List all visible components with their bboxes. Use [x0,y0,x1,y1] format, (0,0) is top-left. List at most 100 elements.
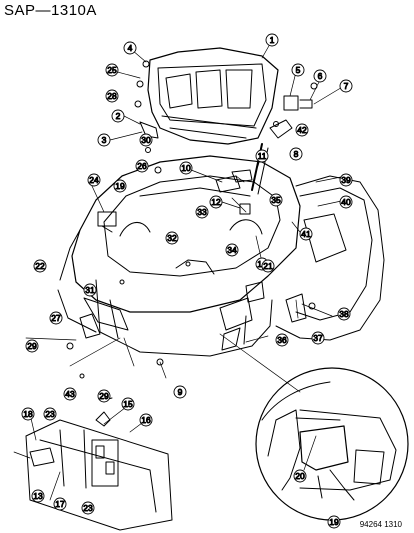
svg-text:30: 30 [141,135,151,145]
svg-text:19: 19 [329,517,339,527]
callout-35: 35 [269,193,283,207]
callout-28: 28 [105,89,119,103]
svg-text:34: 34 [227,245,237,255]
svg-text:42: 42 [297,125,307,135]
callout-34: 34 [225,243,239,257]
svg-text:16: 16 [141,415,151,425]
latch-components [79,169,307,339]
callout-10: 10 [179,161,193,175]
callout-27: 27 [49,311,63,325]
svg-text:5: 5 [296,65,301,75]
callout-17: 17 [53,497,67,511]
callout-4: 4 [123,41,137,55]
svg-text:4: 4 [128,43,133,53]
magnified-detail-inset [255,367,409,521]
svg-text:39: 39 [341,175,351,185]
svg-text:27: 27 [51,313,61,323]
svg-text:20: 20 [295,471,305,481]
callout-7: 7 [339,79,353,93]
callout-30: 30 [139,133,153,147]
callout-23a: 23 [43,407,57,421]
callout-19b: 19 [327,515,341,529]
diagram-reference-code: 94264 1310 [359,520,402,529]
callout-36: 36 [275,333,289,347]
latch-detail-inset [25,397,173,531]
callout-15: 15 [121,397,135,411]
svg-text:37: 37 [313,333,323,343]
callout-41: 41 [299,227,313,241]
fasteners [66,60,318,379]
callout-8: 8 [289,147,303,161]
svg-text:18: 18 [23,409,33,419]
svg-text:19: 19 [115,181,125,191]
callout-9: 9 [173,385,187,399]
svg-text:2: 2 [116,111,121,121]
svg-text:41: 41 [301,229,311,239]
svg-text:43: 43 [65,389,75,399]
svg-text:8: 8 [294,149,299,159]
callout-22: 22 [33,259,47,273]
callout-29a: 29 [25,339,39,353]
callout-40: 40 [339,195,353,209]
trunk-lid [147,47,279,145]
callout-5: 5 [291,63,305,77]
callout-33: 33 [195,205,209,219]
callout-38: 38 [337,307,351,321]
callout-16: 16 [139,413,153,427]
trunk-hinge-assembly [139,95,313,195]
callout-26: 26 [135,159,149,173]
callout-37: 37 [311,331,325,345]
svg-text:22: 22 [35,261,45,271]
callout-18: 18 [21,407,35,421]
svg-text:33: 33 [197,207,207,217]
callout-20: 20 [293,469,307,483]
svg-text:36: 36 [277,335,287,345]
callout-29b: 29 [97,389,111,403]
svg-text:1: 1 [270,35,275,45]
svg-text:9: 9 [178,387,183,397]
callout-24: 24 [87,173,101,187]
svg-text:29: 29 [99,391,109,401]
callout-13: 13 [31,489,45,503]
callout-2: 2 [111,109,125,123]
svg-text:28: 28 [107,91,117,101]
svg-text:29: 29 [27,341,37,351]
callout-19a: 19 [113,179,127,193]
callout-32: 32 [165,231,179,245]
svg-text:23: 23 [45,409,55,419]
callout-42: 42 [295,123,309,137]
rear-body-shell [57,155,385,357]
callout-11: 11 [255,149,269,163]
callout-1: 1 [265,33,279,47]
diagram-code-title: SAP—1310A [4,2,97,19]
svg-text:35: 35 [271,195,281,205]
svg-text:11: 11 [258,151,267,161]
callout-6: 6 [313,69,327,83]
svg-text:15: 15 [123,399,133,409]
callout-12: 12 [209,195,223,209]
svg-text:24: 24 [89,175,99,185]
svg-text:12: 12 [211,197,221,207]
svg-text:32: 32 [167,233,177,243]
svg-text:6: 6 [318,71,323,81]
callout-39: 39 [339,173,353,187]
callout-3: 3 [97,133,111,147]
callout-23b: 23 [81,501,95,515]
svg-text:3: 3 [102,135,107,145]
callout-25: 25 [105,63,119,77]
svg-text:31: 31 [85,285,95,295]
svg-text:21: 21 [263,261,273,271]
svg-text:26: 26 [137,161,147,171]
svg-text:7: 7 [344,81,349,91]
svg-text:17: 17 [55,499,65,509]
callout-43: 43 [63,387,77,401]
svg-text:23: 23 [83,503,93,513]
svg-text:38: 38 [339,309,349,319]
svg-text:25: 25 [107,65,117,75]
callout-31: 31 [83,283,97,297]
callout-21: 21 [261,259,275,273]
svg-text:40: 40 [341,197,351,207]
leader-lines [13,43,347,501]
